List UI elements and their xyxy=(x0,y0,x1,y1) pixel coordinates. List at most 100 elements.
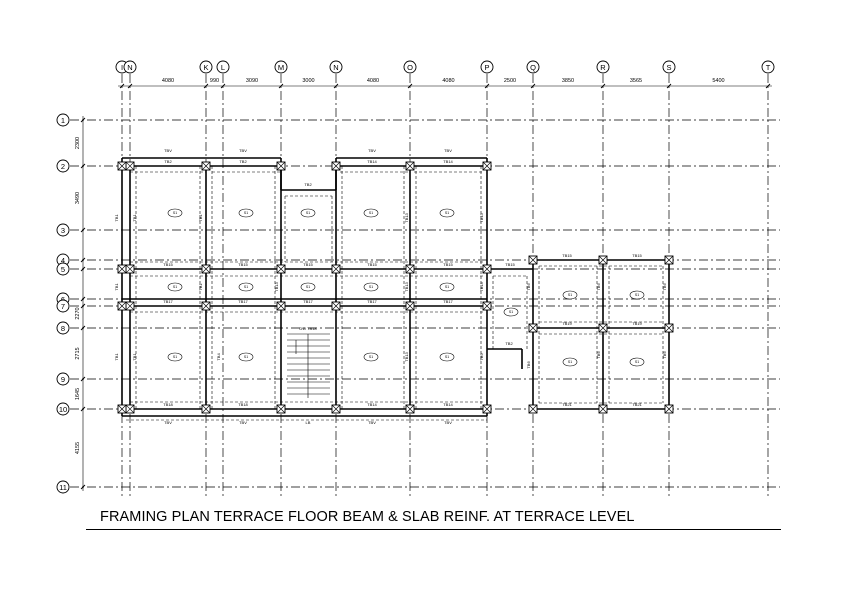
title-underline xyxy=(86,529,781,530)
slab-tag xyxy=(167,208,183,218)
row-grid-label: 9 xyxy=(61,375,65,384)
beam-label: TB15 xyxy=(163,262,173,267)
column-hatch xyxy=(125,404,135,414)
beam-label: TB15 xyxy=(443,262,453,267)
column-hatch xyxy=(117,404,127,414)
column-grid-label: K xyxy=(203,63,208,72)
row-grid-label: 4 xyxy=(61,256,65,265)
beam-label: TB15 xyxy=(632,253,642,258)
column-hatch xyxy=(276,264,286,274)
beam-label: TB14 xyxy=(367,159,377,164)
beam-label: TB1 xyxy=(132,214,137,222)
beam-label: TBV xyxy=(239,148,247,153)
horizontal-dimension-value: 4080 xyxy=(367,78,379,84)
row-grid-bubble xyxy=(56,402,70,416)
beam-label: TB14 xyxy=(367,402,377,407)
row-grid-label: 1 xyxy=(61,116,65,125)
slab-tag xyxy=(300,208,316,218)
beam-label: TB13 xyxy=(479,281,484,291)
column-hatch xyxy=(331,301,341,311)
row-grid-bubble xyxy=(56,262,70,276)
column-hatch xyxy=(528,323,538,333)
beam-label: TB15 xyxy=(303,262,313,267)
column-hatch xyxy=(482,404,492,414)
dimension-tick xyxy=(80,296,86,302)
row-grid-bubble xyxy=(56,223,70,237)
slab-tag-label: S1 xyxy=(568,293,572,297)
dimension-tick xyxy=(484,83,490,89)
column-hatch xyxy=(528,255,538,265)
beam-label: TB17 xyxy=(443,299,453,304)
beam-label: TB15 xyxy=(367,262,377,267)
column-grid-bubble xyxy=(274,60,288,74)
slab-tag xyxy=(439,352,455,362)
beam-label: TB13 xyxy=(479,212,484,222)
column-hatch xyxy=(201,264,211,274)
slab-tag-label: S1 xyxy=(244,211,248,215)
beam-label: TB17 xyxy=(238,299,248,304)
beam-label: TB6 xyxy=(662,283,667,291)
beam-label: TB2 xyxy=(239,159,247,164)
column-hatch xyxy=(276,404,286,414)
slab-tag xyxy=(562,290,578,300)
column-hatch xyxy=(276,161,286,171)
vertical-dimension-value: 3490 xyxy=(75,192,81,204)
vertical-dimension-value: 4155 xyxy=(75,442,81,454)
beam-label: TB18 xyxy=(163,402,173,407)
beam-label: TB1 xyxy=(132,353,137,361)
row-grid-lines xyxy=(70,119,780,488)
horizontal-dimension-value: 5400 xyxy=(712,78,724,84)
dimension-tick xyxy=(600,83,606,89)
slab-tag-label: S1 xyxy=(509,310,513,314)
column-hatch xyxy=(405,404,415,414)
slab-tag xyxy=(503,307,519,317)
column-grid-label: Q xyxy=(530,63,536,72)
column-hatch xyxy=(664,255,674,265)
dimension-tick xyxy=(119,83,125,89)
slab-tag xyxy=(363,352,379,362)
row-grid-bubble xyxy=(56,113,70,127)
beam-label: TB2 xyxy=(164,159,172,164)
beam-label: TB21 xyxy=(562,402,572,407)
slab-tag xyxy=(238,352,254,362)
column-hatch xyxy=(125,264,135,274)
dimension-tick xyxy=(80,227,86,233)
drawing-title: FRAMING PLAN TERRACE FLOOR BEAM & SLAB R… xyxy=(100,509,635,525)
dimension-tick xyxy=(765,83,771,89)
beam-label: TB1 xyxy=(198,214,203,222)
slab-tag xyxy=(363,208,379,218)
beam-label: TB2 xyxy=(304,182,312,187)
slab-tag xyxy=(167,282,183,292)
column-grid-label: N xyxy=(127,63,132,72)
column-hatch xyxy=(482,161,492,171)
row-grid-bubble xyxy=(56,321,70,335)
beam-label: DW TB18 xyxy=(299,326,317,331)
column-hatch xyxy=(528,404,538,414)
dimension-tick xyxy=(333,83,339,89)
slab-tag xyxy=(238,282,254,292)
column-grid-bubble xyxy=(526,60,540,74)
slab-tag xyxy=(439,282,455,292)
slab-tag xyxy=(629,290,645,300)
slab-tag xyxy=(439,208,455,218)
column-hatch xyxy=(598,404,608,414)
column-hatch xyxy=(276,301,286,311)
row-grid-bubble xyxy=(56,480,70,494)
column-grid-label: P xyxy=(484,63,489,72)
horizontal-dimension-value: 3565 xyxy=(630,78,642,84)
dimension-tick xyxy=(80,163,86,169)
dimension-tick xyxy=(278,83,284,89)
horizontal-dimension-value: 4080 xyxy=(442,78,454,84)
column-hatch xyxy=(598,323,608,333)
column-grid-label: O xyxy=(407,63,413,72)
dimension-tick xyxy=(666,83,672,89)
column-grid-bubble xyxy=(403,60,417,74)
column-hatch xyxy=(405,301,415,311)
dimension-tick xyxy=(530,83,536,89)
slab-tag-label: S1 xyxy=(306,285,310,289)
slab-tag-label: S1 xyxy=(173,285,177,289)
column-hatch xyxy=(117,161,127,171)
dimension-tick xyxy=(80,257,86,263)
